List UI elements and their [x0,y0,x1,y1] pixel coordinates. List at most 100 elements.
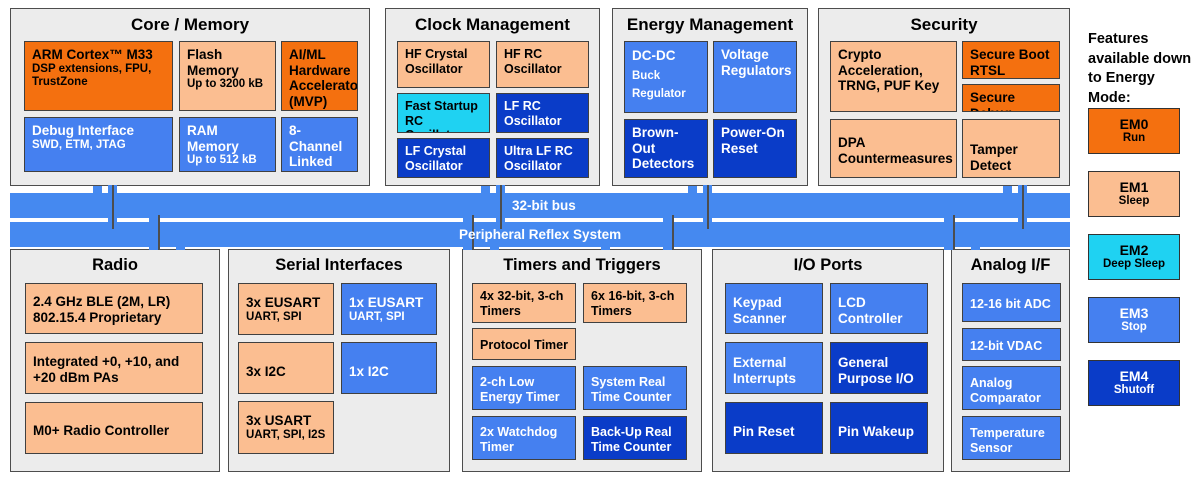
block-pin-wakeup[interactable]: Pin Wakeup [830,402,928,454]
block-title: 3x EUSART [246,295,321,310]
connector-timers-bottom-b [971,237,980,250]
block-title: DPA Countermeasures [838,135,953,166]
block-dpa-countermeasures[interactable]: DPA Countermeasures [830,119,957,178]
block-1x-eusart[interactable]: 1x EUSART UART, SPI [341,283,437,335]
block-4x-32bit-timers[interactable]: 4x 32-bit, 3-ch Timers [472,283,576,323]
block-external-interrupts[interactable]: External Interrupts [725,342,823,394]
block-arm-cortex-m33[interactable]: ARM Cortex™ M33 DSP extensions, FPU, Tru… [24,41,173,111]
block-title: Back-Up Real Time Counter [591,425,672,454]
legend-mode-state: Stop [1121,321,1147,334]
block-tamper-detect[interactable]: Tamper Detect [962,119,1060,178]
block-pin-reset[interactable]: Pin Reset [725,402,823,454]
block-title: Integrated +0, +10, and +20 dBm PAs [33,354,180,385]
block-3x-i2c[interactable]: 3x I2C [238,342,334,394]
legend-mode-state: Sleep [1118,195,1150,208]
block-fast-startup-rc-oscillator[interactable]: Fast Startup RC Oscillator [397,93,490,133]
block-adc[interactable]: 12-16 bit ADC [962,283,1061,322]
block-general-purpose-io[interactable]: General Purpose I/O [830,342,928,394]
connector-timers-bottom-a [944,215,953,250]
block-backup-rtc[interactable]: Back-Up Real Time Counter [583,416,687,460]
panel-timers-and-triggers: Timers and Triggers 4x 32-bit, 3-ch Time… [462,249,702,472]
block-3x-eusart[interactable]: 3x EUSART UART, SPI [238,283,334,335]
block-title: General Purpose I/O [838,355,914,386]
block-hf-crystal-oscillator[interactable]: HF Crystal Oscillator [397,41,490,88]
block-title: AI/ML Hardware Accelerator (MVP) [289,47,358,109]
panel-security: Security Crypto Acceleration, TRNG, PUF … [818,8,1070,186]
block-system-rtc[interactable]: System Real Time Counter [583,366,687,410]
panel-analog-if: Analog I/F 12-16 bit ADC 12-bit VDAC Ana… [951,249,1070,472]
riser-line-serial [472,215,474,250]
block-keypad-scanner[interactable]: Keypad Scanner [725,283,823,334]
block-debug-interface[interactable]: Debug Interface SWD, ETM, JTAG [24,117,173,172]
block-dma-controller[interactable]: 8-Channel Linked DMA Controller [281,117,358,172]
bus-prs-label: Peripheral Reflex System [459,227,622,242]
block-title: HF Crystal Oscillator [405,47,468,76]
block-lcd-controller[interactable]: LCD Controller [830,283,928,334]
block-ultra-lf-rc-oscillator[interactable]: Ultra LF RC Oscillator [496,138,589,178]
legend-mode-state: Run [1122,132,1146,145]
block-vdac[interactable]: 12-bit VDAC [962,328,1061,361]
block-title: 12-16 bit ADC [970,297,1051,311]
block-temperature-sensor[interactable]: Temperature Sensor [962,416,1061,460]
legend-item-em3: EM3 Stop [1088,297,1180,343]
block-1x-i2c[interactable]: 1x I2C [341,342,437,394]
block-3x-usart[interactable]: 3x USART UART, SPI, I2S [238,401,334,454]
legend-item-em2: EM2 Deep Sleep [1088,234,1180,280]
block-m0-radio-controller[interactable]: M0+ Radio Controller [25,402,203,454]
block-power-on-reset[interactable]: Power-On Reset [713,119,797,178]
panel-energy-management: Energy Management DC-DC Buck Regulator V… [612,8,808,186]
block-lf-crystal-oscillator[interactable]: LF Crystal Oscillator [397,138,490,178]
block-ble-802154[interactable]: 2.4 GHz BLE (2M, LR) 802.15.4 Proprietar… [25,283,203,334]
block-title: Pin Wakeup [838,424,915,439]
block-secure-boot-rtsl[interactable]: Secure Boot RTSL [962,41,1060,79]
block-title: External Interrupts [733,355,797,386]
block-brown-out-detectors[interactable]: Brown-Out Detectors [624,119,708,178]
block-6x-16bit-timers[interactable]: 6x 16-bit, 3-ch Timers [583,283,687,323]
connector-serial-bottom-a [463,215,472,250]
block-title: System Real Time Counter [591,375,672,404]
block-2ch-low-energy-timer[interactable]: 2-ch Low Energy Timer [472,366,576,410]
panel-title-energy-management: Energy Management [626,15,794,34]
block-secure-debug[interactable]: Secure Debug [962,84,1060,112]
block-title: 4x 32-bit, 3-ch Timers [480,289,564,318]
block-dcdc-buck-regulator[interactable]: DC-DC Buck Regulator [624,41,708,113]
block-title: Debug Interface [32,123,135,138]
panel-title-serial-interfaces: Serial Interfaces [275,256,403,274]
block-analog-comparator[interactable]: Analog Comparator [962,366,1061,410]
block-aiml-hardware-accelerator[interactable]: AI/ML Hardware Accelerator (MVP) [281,41,358,111]
block-title: 1x I2C [349,364,389,379]
block-title: RAM Memory [187,123,239,154]
connector-io-bottom-a [663,215,672,250]
block-subtitle: Up to 3200 kB [187,78,264,91]
panel-radio: Radio 2.4 GHz BLE (2M, LR) 802.15.4 Prop… [10,249,220,472]
block-title: 8-Channel Linked DMA Controller [289,123,343,171]
block-title: Brown-Out Detectors [632,125,695,172]
legend-mode-state: Shutoff [1113,384,1155,397]
legend-mode-name: EM3 [1119,305,1149,322]
block-subtitle: UART, SPI [349,310,405,323]
block-title: Temperature Sensor [970,426,1045,455]
legend-title: Features available down to Energy Mode: [1088,31,1192,106]
block-ram-memory[interactable]: RAM Memory Up to 512 kB [179,117,276,172]
block-subtitle: UART, SPI [246,310,302,323]
legend-mode-name: EM1 [1119,179,1149,196]
block-title: ARM Cortex™ M33 [32,47,153,62]
block-flash-memory[interactable]: Flash Memory Up to 3200 kB [179,41,276,111]
block-crypto-acceleration[interactable]: Crypto Acceleration, TRNG, PUF Key [830,41,957,112]
panel-clock-management: Clock Management HF Crystal Oscillator H… [385,8,600,186]
block-title: Protocol Timer [480,338,568,352]
legend-item-em4: EM4 Shutoff [1088,360,1180,406]
block-lf-rc-oscillator[interactable]: LF RC Oscillator [496,93,589,133]
block-subtitle: DSP extensions, FPU, TrustZone [32,62,152,88]
panel-io-ports: I/O Ports Keypad Scanner LCD Controller … [712,249,944,472]
bus-32bit [10,193,1070,218]
block-2x-watchdog-timer[interactable]: 2x Watchdog Timer [472,416,576,460]
legend-mode-name: EM0 [1119,116,1149,133]
block-voltage-regulators[interactable]: Voltage Regulators [713,41,797,113]
block-title: Power-On Reset [721,125,785,156]
block-title: Ultra LF RC Oscillator [504,144,573,173]
block-hf-rc-oscillator[interactable]: HF RC Oscillator [496,41,589,88]
block-protocol-timer[interactable]: Protocol Timer [472,328,576,360]
block-integrated-pas[interactable]: Integrated +0, +10, and +20 dBm PAs [25,342,203,394]
block-subtitle: UART, SPI, I2S [246,428,326,441]
